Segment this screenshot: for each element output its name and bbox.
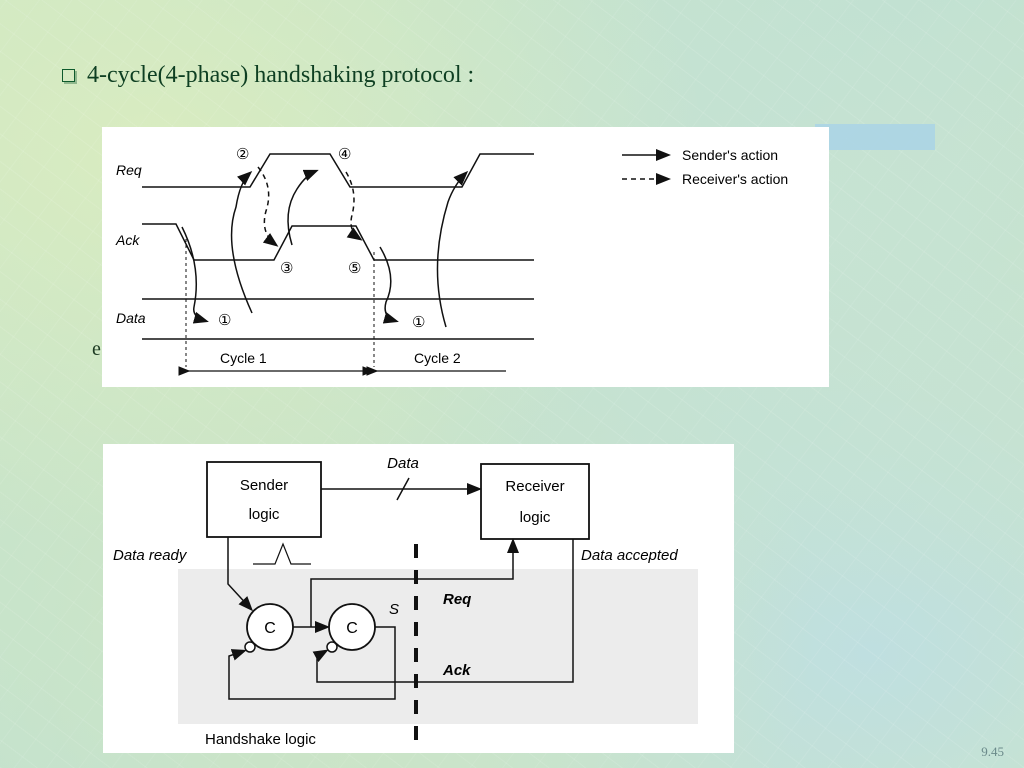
ack-signal-label: Ack: [115, 232, 140, 248]
stray-text: e: [92, 338, 101, 360]
step-marker-1: ①: [218, 312, 231, 329]
receiver-arrow-2: [345, 171, 363, 241]
cycle-2-label: Cycle 2: [414, 350, 461, 366]
c-element-1-inverter: [244, 641, 256, 653]
step-marker-3: ③: [280, 260, 293, 277]
data-accepted-label: Data accepted: [581, 547, 678, 564]
c-element-1-label: C: [264, 620, 276, 637]
sender-label-line1: Sender: [240, 477, 288, 494]
step-marker-5: ⑤: [348, 260, 361, 277]
sender-arrow-2: [230, 170, 253, 314]
timing-diagram-svg: Req Ack Data ② ④ ③ ⑤ ① ① Cycle 1 Cycle 2: [115, 146, 788, 376]
step-marker-4: ④: [338, 146, 351, 163]
c2-feedback-wire: [228, 626, 396, 700]
step-marker-2: ②: [236, 146, 249, 163]
req-signal-label: Req: [116, 162, 142, 178]
receiver-label-line1: Receiver: [505, 478, 564, 495]
req-label: Req: [443, 591, 471, 608]
data-bus-slash: [396, 477, 410, 501]
ack-wire: [312, 539, 574, 683]
block-diagram: Sender logic Receiver logic Data Data re…: [103, 444, 734, 753]
ack-waveform: [142, 223, 534, 261]
sender-label-line2: logic: [249, 506, 280, 523]
receiver-label-line2: logic: [520, 509, 551, 526]
sender-arrow-4: [379, 246, 399, 324]
legend-sender-text: Sender's action: [682, 147, 778, 163]
data-bus-label: Data: [387, 455, 419, 472]
handshake-logic-label: Handshake logic: [205, 731, 316, 748]
data-signal-label: Data: [116, 310, 146, 326]
page-number: 9.45: [981, 744, 1004, 759]
step-marker-1b: ①: [412, 314, 425, 331]
receiver-arrow-1: [257, 166, 279, 247]
timing-diagram: Req Ack Data ② ④ ③ ⑤ ① ① Cycle 1 Cycle 2: [102, 127, 829, 387]
c-element-2-label: C: [346, 620, 358, 637]
data-ready-label: Data ready: [113, 547, 188, 564]
sender-arrow-3: [287, 169, 319, 246]
handshake-shaded-region: [178, 569, 698, 724]
req-wire: [310, 538, 519, 627]
checkbox-bullet-icon: [62, 69, 75, 82]
cycle-1-label: Cycle 1: [220, 350, 267, 366]
sender-logic-box: [206, 461, 322, 538]
sender-to-c1-wire: [227, 537, 254, 612]
s-label: S: [389, 601, 399, 618]
req-waveform: [142, 153, 534, 188]
block-diagram-svg: Sender logic Receiver logic Data Data re…: [113, 455, 698, 748]
pulse-waveform: [253, 542, 311, 565]
highlight-band: [815, 124, 935, 150]
legend-receiver-text: Receiver's action: [682, 171, 788, 187]
c-element-2-inverter: [326, 641, 338, 653]
receiver-logic-box: [480, 463, 590, 540]
sender-arrow-5: [436, 170, 469, 328]
ack-label: Ack: [442, 662, 471, 679]
title-bullet: 4-cycle(4-phase) handshaking protocol :: [62, 62, 474, 89]
slide-title: 4-cycle(4-phase) handshaking protocol :: [87, 62, 475, 88]
sender-arrow-1: [181, 226, 209, 324]
